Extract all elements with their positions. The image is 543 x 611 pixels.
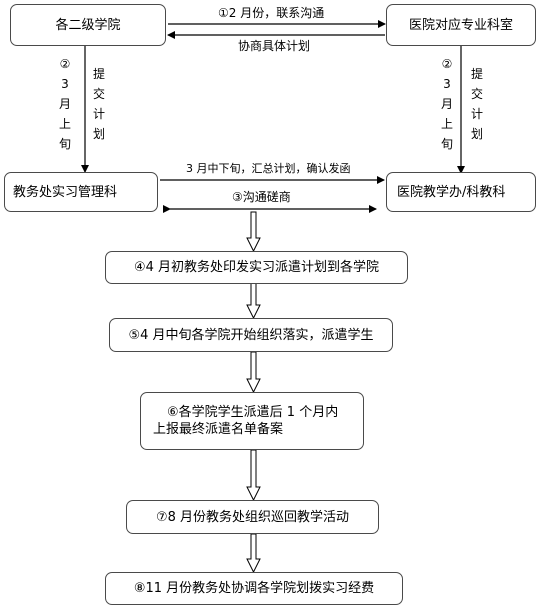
label-right-month-1: 月 — [440, 97, 453, 111]
label-left-action-1: 交 — [92, 87, 105, 101]
hollow-arrow-3 — [246, 351, 261, 394]
label-left-num: ② — [59, 57, 71, 71]
label-mid-top: 3 月中下旬，汇总计划，确认发函 — [186, 162, 351, 175]
label-right-month-3: 旬 — [440, 137, 453, 151]
label-right-month-2: 上 — [440, 117, 453, 131]
box-step4: ④4 月初教务处印发实习派遣计划到各学院 — [105, 251, 408, 284]
box-step7: ⑦8 月份教务处组织巡回教学活动 — [126, 500, 379, 534]
hollow-arrow-5 — [246, 533, 261, 574]
label-step1-bottom: 协商具体计划 — [238, 39, 311, 53]
step6-line2: 上报最终派遣名单备案 — [153, 422, 284, 437]
label-right-action-3: 划 — [470, 127, 483, 141]
label-left-action-0: 提 — [92, 67, 105, 81]
hollow-arrow-4 — [246, 449, 261, 502]
box-practice-office: 教务处实习管理科 — [4, 172, 158, 212]
label-left-month-0: 3 — [61, 77, 69, 91]
label-left-action-3: 划 — [92, 127, 105, 141]
label-mid-bottom: ③沟通磋商 — [232, 190, 291, 204]
label-left-month-2: 上 — [58, 117, 71, 131]
label-left-month-1: 月 — [58, 97, 71, 111]
box-hospital-dept: 医院对应专业科室 — [386, 4, 536, 46]
hollow-arrow-2 — [246, 282, 261, 320]
box-step6: ⑥各学院学生派遣后 1 个月内 上报最终派遣名单备案 — [140, 392, 364, 450]
box-colleges: 各二级学院 — [10, 4, 166, 46]
label-right-action-2: 计 — [470, 107, 483, 121]
label-right-action-1: 交 — [470, 87, 483, 101]
label-right-month-0: 3 — [443, 77, 451, 91]
hollow-arrow-1 — [246, 211, 261, 253]
box-step5: ⑤4 月中旬各学院开始组织落实，派遣学生 — [109, 318, 393, 352]
box-hospital-teaching: 医院教学办/科教科 — [386, 172, 536, 212]
label-right-num: ② — [441, 57, 453, 71]
label-right-action-0: 提 — [470, 67, 483, 81]
label-step1-top: ①2 月份，联系沟通 — [218, 6, 325, 20]
box-step8: ⑧11 月份教务处协调各学院划拨实习经费 — [105, 572, 403, 605]
label-left-action-2: 计 — [92, 107, 105, 121]
label-left-month-3: 旬 — [58, 137, 71, 151]
step6-line1: ⑥各学院学生派遣后 1 个月内 — [167, 405, 339, 420]
